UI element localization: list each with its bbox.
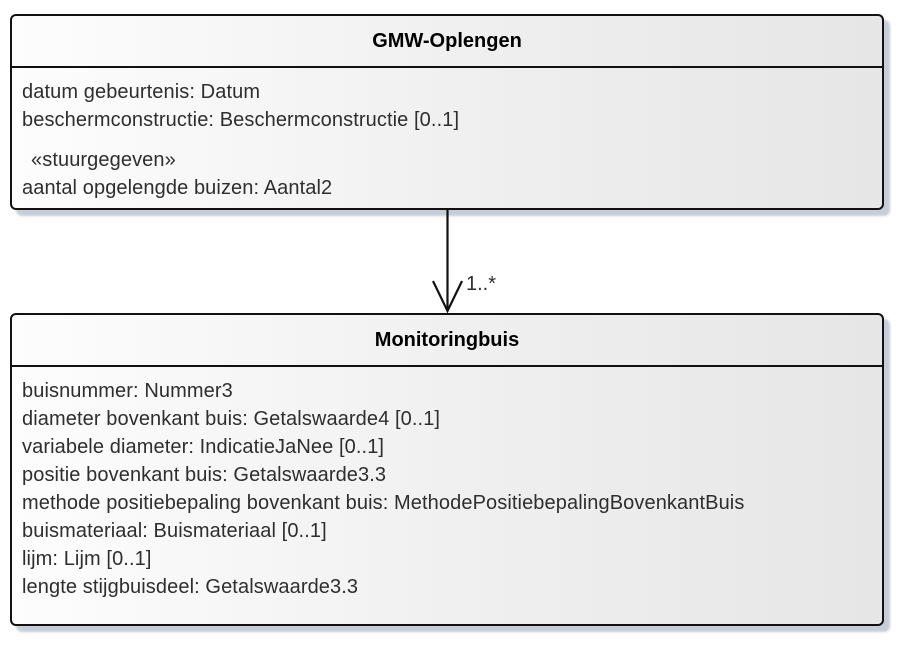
attribute-line: buisnummer: Nummer3 <box>22 380 233 402</box>
class-attributes-gmw-oplengen: datum gebeurtenis: Datum beschermconstru… <box>12 68 882 202</box>
class-gmw-oplengen: GMW-Oplengen datum gebeurtenis: Datum be… <box>10 14 884 210</box>
attribute-line: aantal opgelengde buizen: Aantal2 <box>22 177 333 199</box>
attribute-line: variabele diameter: IndicatieJaNee [0..1… <box>22 436 385 458</box>
class-title-gmw-oplengen: GMW-Oplengen <box>12 16 882 68</box>
attribute-line: beschermconstructie: Beschermconstructie… <box>22 109 460 131</box>
attribute-line: methode positiebepaling bovenkant buis: … <box>22 492 745 514</box>
attribute-line: diameter bovenkant buis: Getalswaarde4 [… <box>22 408 441 430</box>
multiplicity-label: 1..* <box>466 273 497 295</box>
class-attributes-monitoringbuis: buisnummer: Nummer3 diameter bovenkant b… <box>12 367 882 601</box>
class-monitoringbuis: Monitoringbuis buisnummer: Nummer3 diame… <box>10 313 884 626</box>
attribute-line: positie bovenkant buis: Getalswaarde3.3 <box>22 464 387 486</box>
attribute-line: lengte stijgbuisdeel: Getalswaarde3.3 <box>22 576 359 598</box>
attribute-line: datum gebeurtenis: Datum <box>22 81 261 103</box>
attribute-line: lijm: Lijm [0..1] <box>22 548 152 570</box>
class-title-monitoringbuis: Monitoringbuis <box>12 315 882 367</box>
stereotype-label: «stuurgegeven» <box>31 149 176 171</box>
attribute-line: buismateriaal: Buismateriaal [0..1] <box>22 520 327 542</box>
